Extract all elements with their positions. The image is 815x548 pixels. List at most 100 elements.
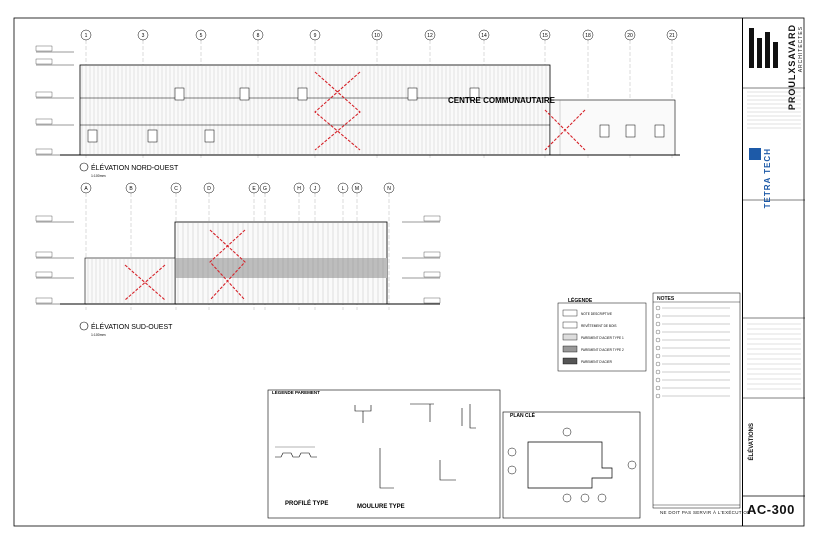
grid-bubble bbox=[195, 29, 207, 41]
key-plan-marker bbox=[562, 427, 572, 437]
level-tag bbox=[35, 45, 53, 52]
grid-label: A bbox=[84, 186, 88, 192]
grid-label: 15 bbox=[542, 33, 548, 39]
firm-subtitle: ARCHITECTES bbox=[798, 26, 804, 73]
legend-item: NOTE DESCRIPTIVE bbox=[581, 312, 612, 316]
grid-label: 18 bbox=[585, 33, 591, 39]
grid-bubble bbox=[383, 182, 395, 194]
grid-label: 10 bbox=[374, 33, 380, 39]
grid-bubble bbox=[203, 182, 215, 194]
profile-title: PROFILÉ TYPE bbox=[285, 499, 328, 507]
legend-item: PAREMENT D'ACIER bbox=[581, 360, 613, 364]
tetra-tech-logo-icon bbox=[749, 148, 761, 160]
moulure-title: MOULURE TYPE bbox=[357, 504, 405, 510]
legend-item: PAREMENT D'ACIER TYPE 1 bbox=[581, 336, 624, 340]
grid-label: 8 bbox=[257, 33, 260, 39]
key-plan: PLAN CLÉ bbox=[502, 411, 641, 519]
parement-legend-title: LÉGENDE PAREMENT bbox=[272, 388, 320, 395]
grid-bubble bbox=[125, 182, 137, 194]
grid-label: E bbox=[252, 186, 256, 192]
legend-item: REVÊTEMENT DE BOIS bbox=[581, 323, 617, 328]
level-tag bbox=[35, 58, 53, 65]
grid-bubble bbox=[293, 182, 305, 194]
top-building-volume bbox=[79, 64, 551, 156]
grid-label: B bbox=[129, 186, 133, 192]
grid-bubble bbox=[259, 182, 271, 194]
grid-label: G bbox=[263, 186, 267, 192]
bottom-grey-band bbox=[175, 258, 387, 278]
grid-bubble bbox=[337, 182, 349, 194]
bottom-demolition-marks bbox=[124, 229, 246, 301]
grid-bubble bbox=[582, 29, 594, 41]
grid-bubble bbox=[539, 29, 551, 41]
sheet-number: AC-300 bbox=[747, 502, 795, 517]
key-plan-marker bbox=[507, 465, 517, 475]
grid-bubble bbox=[424, 29, 436, 41]
profile-detail bbox=[275, 446, 317, 458]
key-plan-marker bbox=[580, 493, 590, 503]
level-tag bbox=[35, 91, 53, 98]
firm-logo-icon bbox=[749, 28, 778, 68]
grid-label: 12 bbox=[427, 33, 433, 39]
grid-bubble bbox=[309, 29, 321, 41]
bottom-cladding-hatch bbox=[177, 223, 384, 303]
legend-swatch bbox=[562, 321, 578, 329]
legend-swatch bbox=[562, 333, 578, 341]
grid-label: 5 bbox=[200, 33, 203, 39]
key-plan-outline bbox=[527, 441, 613, 489]
grid-label: 3 bbox=[142, 33, 145, 39]
bottom-elevation-title: ÉLÉVATION SUD-OUEST bbox=[91, 322, 173, 331]
window bbox=[204, 129, 215, 143]
legend-swatch bbox=[562, 357, 578, 365]
key-plan-marker bbox=[597, 493, 607, 503]
grid-bubble bbox=[252, 29, 264, 41]
window bbox=[625, 124, 636, 138]
grid-label: 21 bbox=[669, 33, 675, 39]
grid-label: 20 bbox=[627, 33, 633, 39]
top-title-marker bbox=[79, 162, 89, 172]
top-windows bbox=[87, 87, 665, 143]
bottom-low-volume bbox=[84, 257, 176, 305]
grid-bubble bbox=[80, 29, 92, 41]
grid-label: C bbox=[174, 186, 178, 192]
grid-bubble bbox=[371, 29, 383, 41]
level-tag bbox=[35, 118, 53, 125]
level-tag bbox=[35, 271, 53, 278]
grid-bubble bbox=[309, 182, 321, 194]
grid-bubble bbox=[170, 182, 182, 194]
window bbox=[654, 124, 665, 138]
legend-swatch bbox=[562, 309, 578, 317]
grid-label: 14 bbox=[481, 33, 487, 39]
notes-title: NOTES bbox=[657, 296, 675, 302]
top-level-markers bbox=[35, 45, 74, 156]
grid-label: L bbox=[342, 186, 345, 192]
top-annex-volume bbox=[549, 99, 676, 156]
window bbox=[599, 124, 610, 138]
parement-legend-box: LÉGENDE PAREMENT PROFILÉ TYPE MOULURE TY… bbox=[267, 388, 501, 519]
title-block-frame bbox=[743, 28, 805, 497]
window bbox=[174, 87, 185, 101]
grid-bubble bbox=[80, 182, 92, 194]
legend-title: LÉGENDE bbox=[568, 296, 593, 304]
bottom-title-marker bbox=[79, 321, 89, 331]
window bbox=[407, 87, 418, 101]
legend-item: PAREMENT D'ACIER TYPE 2 bbox=[581, 348, 624, 352]
not-for-execution: NE DOIT PAS SERVIR À L'EXÉCUTION bbox=[660, 510, 751, 515]
grid-bubble bbox=[137, 29, 149, 41]
level-tag bbox=[423, 297, 441, 304]
top-elevation-scale: 1:100mm bbox=[91, 174, 106, 178]
engineer-name: TETRA TECH bbox=[763, 148, 772, 209]
level-tag bbox=[423, 215, 441, 222]
window bbox=[147, 129, 158, 143]
title-block: PROULXSAVARD ARCHITECTES TETRA TECH ÉLÉV… bbox=[742, 18, 805, 526]
moulure-details bbox=[354, 403, 476, 489]
top-cladding-hatch bbox=[81, 66, 547, 154]
notes-box bbox=[652, 292, 741, 509]
grid-bubble bbox=[624, 29, 636, 41]
grid-bubble bbox=[478, 29, 490, 41]
grid-label: D bbox=[207, 186, 211, 192]
legend-box: LÉGENDE NOTE DESCRIPTIVE REVÊTEMENT DE BO… bbox=[557, 296, 647, 372]
